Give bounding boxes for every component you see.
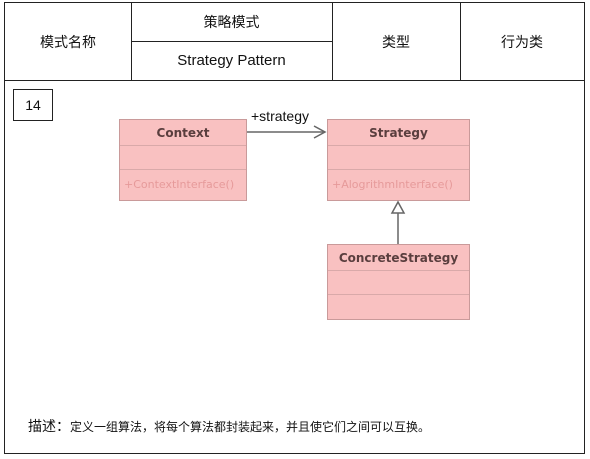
- pattern-name-cn: 策略模式: [203, 15, 260, 31]
- class-strategy: Strategy +AlogrithmInterface(): [327, 119, 470, 201]
- pattern-card: 模式名称 策略模式 Strategy Pattern 类型 行为类 14 描述：…: [4, 2, 585, 454]
- pattern-cn-cell: 策略模式: [131, 3, 332, 41]
- figure-number: 14: [13, 89, 53, 121]
- type-label-cell: 类型: [332, 3, 460, 80]
- class-context: Context +ContextInterface(): [119, 119, 247, 201]
- class-attributes: [328, 146, 469, 170]
- name-label-cell: 模式名称: [5, 3, 131, 80]
- class-attributes: [328, 271, 469, 295]
- divider: [131, 41, 332, 42]
- name-label: 模式名称: [40, 34, 96, 51]
- association-label: +strategy: [251, 108, 309, 124]
- figure-number-text: 14: [25, 97, 41, 113]
- class-concrete-strategy: ConcreteStrategy: [327, 244, 470, 320]
- type-value-cell: 行为类: [460, 3, 584, 80]
- type-label: 类型: [382, 34, 410, 51]
- class-name: ConcreteStrategy: [328, 245, 469, 271]
- class-attributes: [120, 146, 246, 170]
- class-name: Context: [120, 120, 246, 146]
- description-text: 定义一组算法，将每个算法都封装起来，并且使它们之间可以互换。: [70, 420, 431, 434]
- divider: [332, 3, 333, 80]
- divider: [5, 80, 584, 81]
- pattern-en-cell: Strategy Pattern: [131, 41, 332, 80]
- description: 描述：定义一组算法，将每个算法都封装起来，并且使它们之间可以互换。: [28, 416, 430, 436]
- type-value: 行为类: [501, 34, 543, 51]
- class-operation: +AlogrithmInterface(): [332, 177, 453, 191]
- description-label: 描述：: [28, 419, 70, 435]
- class-operation: +ContextInterface(): [124, 177, 235, 191]
- divider: [460, 3, 461, 80]
- class-operations: [328, 295, 469, 319]
- class-name: Strategy: [328, 120, 469, 146]
- pattern-name-en: Strategy Pattern: [177, 52, 286, 69]
